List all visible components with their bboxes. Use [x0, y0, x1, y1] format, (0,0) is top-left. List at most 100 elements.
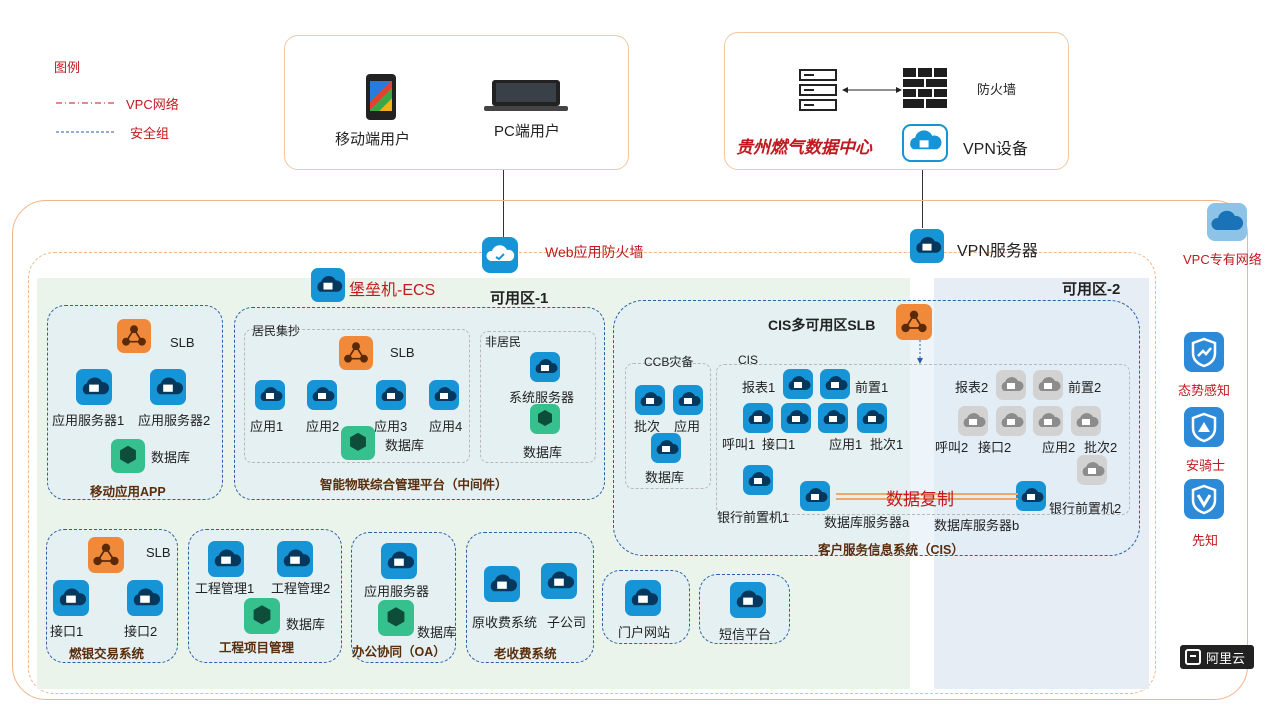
cis-call-2-label: 呼叫2 [935, 440, 969, 455]
cis-iface-1-icon [781, 403, 811, 433]
bastion-label: 堡垒机-ECS [349, 282, 436, 299]
nonresident-subgroup [480, 331, 596, 463]
trade-iface-1-label: 接口1 [50, 624, 84, 639]
resident-app-3-label: 应用3 [374, 419, 408, 434]
cis-front-2-label: 前置2 [1068, 380, 1102, 395]
nonresident-server-icon [530, 352, 560, 382]
cis-sub-title: CIS [738, 353, 759, 367]
firewall-label: 防火墙 [977, 82, 1017, 97]
vpc-cloud-icon [1207, 203, 1247, 241]
cis-slb-icon [896, 304, 932, 340]
cis-app-2-label: 应用2 [1042, 440, 1076, 455]
cis-front-2-icon [1033, 370, 1063, 400]
laptop-icon [484, 80, 568, 112]
project-db-icon [244, 598, 280, 634]
waf-icon [482, 237, 518, 273]
situation-awareness-label: 态势感知 [1178, 383, 1231, 398]
ccb-batch-label: 批次 [634, 419, 661, 434]
cis-meter-1-label: 报表1 [742, 380, 776, 395]
resident-app-2-label: 应用2 [306, 419, 340, 434]
resident-app-1-icon [255, 380, 285, 410]
cis-title: 客户服务信息系统（CIS） [818, 543, 964, 557]
resident-app-4-icon [429, 380, 459, 410]
datacenter-box [724, 32, 1069, 170]
legend-title: 图例 [54, 60, 81, 75]
vpc-label: VPC专有网络 [1183, 252, 1262, 267]
knight-label: 安骑士 [1186, 458, 1226, 473]
resident-db-label: 数据库 [385, 438, 425, 453]
ccb-title: CCB灾备 [644, 355, 694, 369]
cis-call-1-icon [743, 403, 773, 433]
cis-meter-2-icon [996, 370, 1026, 400]
cis-db-b-icon [1016, 481, 1046, 511]
oldfee-title: 老收费系统 [494, 647, 557, 661]
mobile-db-label: 数据库 [151, 450, 191, 465]
sms-label: 短信平台 [719, 627, 772, 642]
cis-slb-label: CIS多可用区SLB [768, 317, 876, 333]
firewall-icon [903, 68, 947, 108]
cis-iface-2-label: 接口2 [978, 440, 1012, 455]
cis-subgroup [716, 364, 1130, 515]
resident-title: 居民集抄 [252, 324, 301, 338]
situation-awareness-icon [1184, 332, 1224, 372]
cis-app-1-icon [818, 403, 848, 433]
aliyun-logo-text: 阿里云 [1206, 651, 1246, 666]
users-box [284, 35, 629, 170]
oldfee-sys-icon [484, 566, 520, 602]
mobile-slb-label: SLB [170, 335, 195, 350]
cis-bank-2-icon [1077, 455, 1107, 485]
legend-vpc-label: VPC网络 [126, 97, 179, 112]
vpn-device-label: VPN设备 [963, 141, 1028, 158]
cis-batch-2-icon [1071, 406, 1101, 436]
trade-title: 燃银交易系统 [69, 647, 145, 661]
datacenter-name: 贵州燃气数据中心 [736, 138, 872, 157]
project-2-label: 工程管理2 [271, 581, 331, 596]
mobile-app-server-2-label: 应用服务器2 [138, 413, 211, 428]
resident-slb-icon [339, 336, 373, 370]
cis-slb-arrow [917, 340, 923, 364]
cis-call-2-icon [958, 406, 988, 436]
oa-db-icon [378, 600, 414, 636]
cis-batch-1-label: 批次1 [870, 437, 904, 452]
resident-app-1-label: 应用1 [250, 419, 284, 434]
iot-platform-group [234, 307, 605, 500]
aliyun-logo: 阿里云 [1180, 645, 1254, 669]
mobile-slb-icon [117, 319, 151, 353]
cis-bank-1-label: 银行前置机1 [717, 510, 790, 525]
legend-vpc-line [56, 102, 114, 104]
sms-icon [730, 582, 766, 618]
cis-iface-2-icon [996, 406, 1026, 436]
vpn-server-icon [910, 229, 944, 263]
mobile-device-icon [366, 74, 396, 120]
oa-db-label: 数据库 [417, 625, 457, 640]
legend-sg-line [56, 131, 114, 133]
trade-slb-icon [88, 537, 124, 573]
oldfee-sub-label: 子公司 [547, 615, 587, 630]
nonresident-server-label: 系统服务器 [509, 390, 575, 405]
ccb-app-label: 应用 [674, 419, 701, 434]
trade-iface-1-icon [53, 580, 89, 616]
resident-subgroup [244, 329, 470, 463]
cis-bank-1-icon [743, 465, 773, 495]
ccb-db-label: 数据库 [645, 470, 685, 485]
vpc-inner-border [28, 252, 1156, 694]
ccb-batch-icon [635, 385, 665, 415]
portal-label: 门户网站 [618, 625, 671, 640]
prophet-label: 先知 [1192, 533, 1219, 548]
ccb-db-icon [651, 433, 681, 463]
mobile-user-label: 移动端用户 [335, 131, 411, 148]
oldfee-sys-label: 原收费系统 [472, 615, 538, 630]
trade-iface-2-label: 接口2 [124, 624, 158, 639]
nonresident-db-label: 数据库 [523, 445, 563, 460]
firewall-link-arrow [842, 87, 902, 93]
oa-title: 办公协同（OA） [352, 645, 446, 659]
cis-batch-1-icon [857, 403, 887, 433]
cis-front-1-label: 前置1 [855, 380, 889, 395]
cis-iface-1-label: 接口1 [762, 437, 796, 452]
replication-link [836, 493, 1018, 500]
resident-app-4-label: 应用4 [429, 419, 463, 434]
cis-meter-2-label: 报表2 [955, 380, 989, 395]
mobile-app-server-1-label: 应用服务器1 [52, 413, 125, 428]
cis-meter-1-icon [783, 369, 813, 399]
pc-user-label: PC端用户 [494, 123, 560, 140]
